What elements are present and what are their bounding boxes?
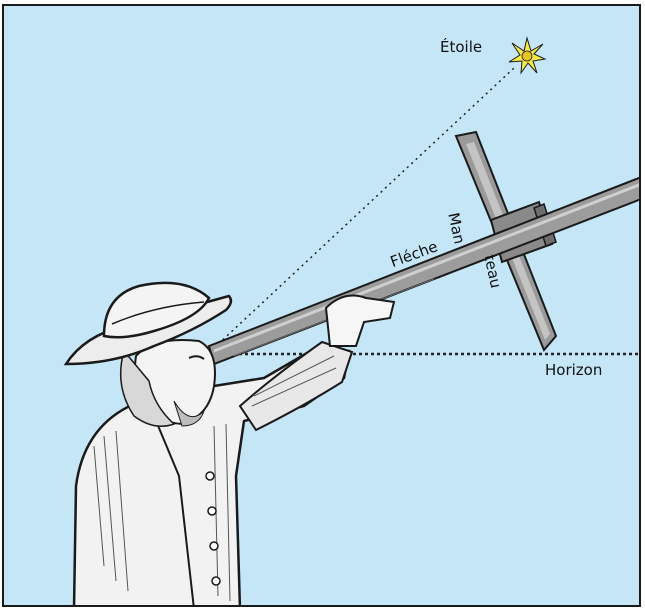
cross-staff-illustration bbox=[4, 6, 641, 607]
label-etoile: Étoile bbox=[440, 38, 482, 56]
illustration-frame: Étoile Fléche Man teau Horizon bbox=[2, 4, 641, 607]
label-horizon: Horizon bbox=[545, 361, 602, 379]
